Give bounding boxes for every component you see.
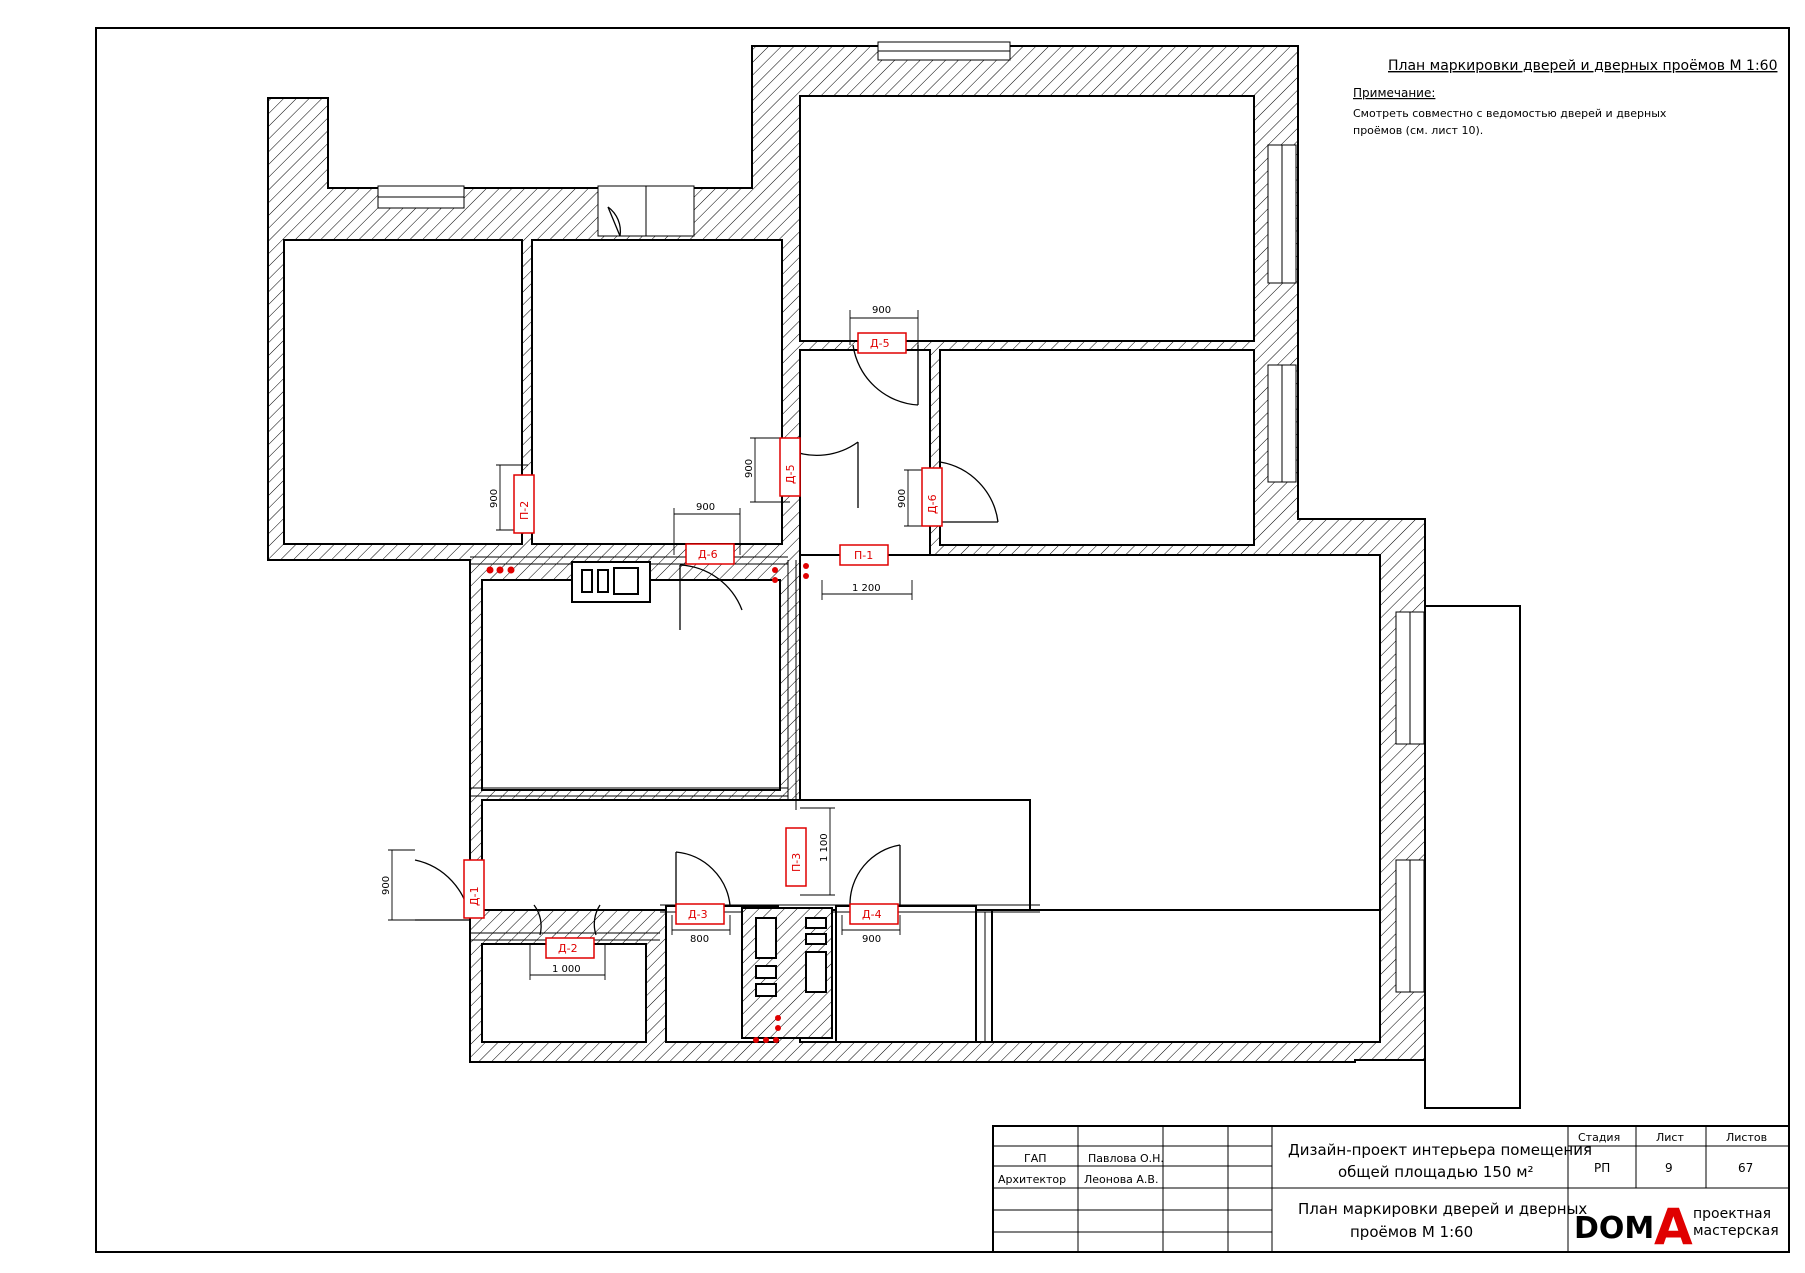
tb-name-2: Леонова А.В. (1084, 1173, 1158, 1186)
tb-role-1: ГАП (1024, 1152, 1047, 1165)
studio-logo: DOM А проектная мастерская (1574, 1198, 1779, 1256)
logo-letter: А (1654, 1198, 1693, 1256)
title-block: ГАП Павлова О.Н. Архитектор Леонова А.В.… (992, 1125, 1790, 1256)
tb-sheet-line-2: проёмов М 1:60 (1350, 1223, 1473, 1241)
tb-sheets: 67 (1738, 1161, 1753, 1175)
dim-d2: 1 000 (552, 964, 581, 975)
room-hall (799, 349, 931, 556)
dim-p1: 1 200 (852, 583, 881, 594)
tb-project-line-2: общей площадью 150 м² (1338, 1163, 1534, 1181)
tag-d5-top: Д-5 (870, 337, 890, 350)
room-south-small (835, 905, 977, 1043)
door-tags (463, 332, 943, 959)
tag-d6-bottom: Д-6 (698, 548, 718, 561)
note-line-2: проёмов (см. лист 10). (1353, 124, 1483, 137)
tb-sheet: 9 (1665, 1161, 1673, 1175)
tag-p1: П-1 (854, 549, 873, 562)
corridor (481, 799, 1031, 911)
tb-project-line-1: Дизайн-проект интерьера помещения (1288, 1141, 1592, 1159)
logo-line-2: мастерская (1693, 1223, 1779, 1239)
dimension-texts: 900 900 900 900 900 1 200 1 100 900 1 00… (381, 305, 908, 975)
tb-sheets-label: Листов (1726, 1131, 1767, 1144)
tag-p2: П-2 (518, 501, 531, 520)
room-bedroom-north (531, 239, 783, 545)
tb-stage: РП (1594, 1161, 1610, 1175)
shafts (571, 561, 833, 1039)
dim-d1: 900 (381, 876, 392, 895)
tb-name-1: Павлова О.Н. (1088, 1152, 1164, 1165)
dim-p3: 1 100 (819, 833, 830, 862)
tag-d5-left: Д-5 (784, 464, 797, 484)
dim-d6-right: 900 (897, 489, 908, 508)
sheet-header: План маркировки дверей и дверных проёмов… (1353, 58, 1777, 137)
windows (377, 41, 1425, 993)
tb-stage-label: Стадия (1578, 1131, 1620, 1144)
room-bath-west (481, 943, 647, 1043)
tb-role-2: Архитектор (998, 1173, 1066, 1186)
tag-d3: Д-3 (688, 908, 708, 921)
logo-main: DOM (1574, 1211, 1654, 1246)
tag-d6-right: Д-6 (926, 494, 939, 514)
balcony (1424, 605, 1521, 1109)
dim-p2: 900 (489, 489, 500, 508)
plan: 900 900 900 900 900 1 200 1 100 900 1 00… (267, 41, 1521, 1109)
plan-title: План маркировки дверей и дверных проёмов… (1388, 58, 1777, 74)
sheet-frame (95, 27, 1790, 1253)
room-north-east-upper (799, 95, 1255, 342)
room-bedroom-west (283, 239, 523, 545)
room-south-east (991, 909, 1381, 1043)
room-central (481, 579, 781, 791)
tb-sheet-label: Лист (1656, 1131, 1684, 1144)
dim-d4: 900 (862, 934, 881, 945)
dim-d6-bottom: 900 (696, 502, 715, 513)
note-line-1: Смотреть совместно с ведомостью дверей и… (1353, 107, 1667, 120)
dim-d5-left: 900 (744, 459, 755, 478)
riser-markers (486, 563, 809, 1043)
note-label: Примечание: (1353, 86, 1435, 100)
doors (414, 206, 999, 936)
tag-p3: П-3 (790, 853, 803, 872)
tag-d2: Д-2 (558, 942, 578, 955)
tb-sheet-line-1: План маркировки дверей и дверных (1298, 1200, 1587, 1218)
room-north-east-lower (939, 349, 1255, 546)
dim-d5-top: 900 (872, 305, 891, 316)
tag-d4: Д-4 (862, 908, 882, 921)
logo-line-1: проектная (1693, 1206, 1771, 1222)
tag-d1: Д-1 (468, 886, 481, 906)
dim-d3: 800 (690, 934, 709, 945)
